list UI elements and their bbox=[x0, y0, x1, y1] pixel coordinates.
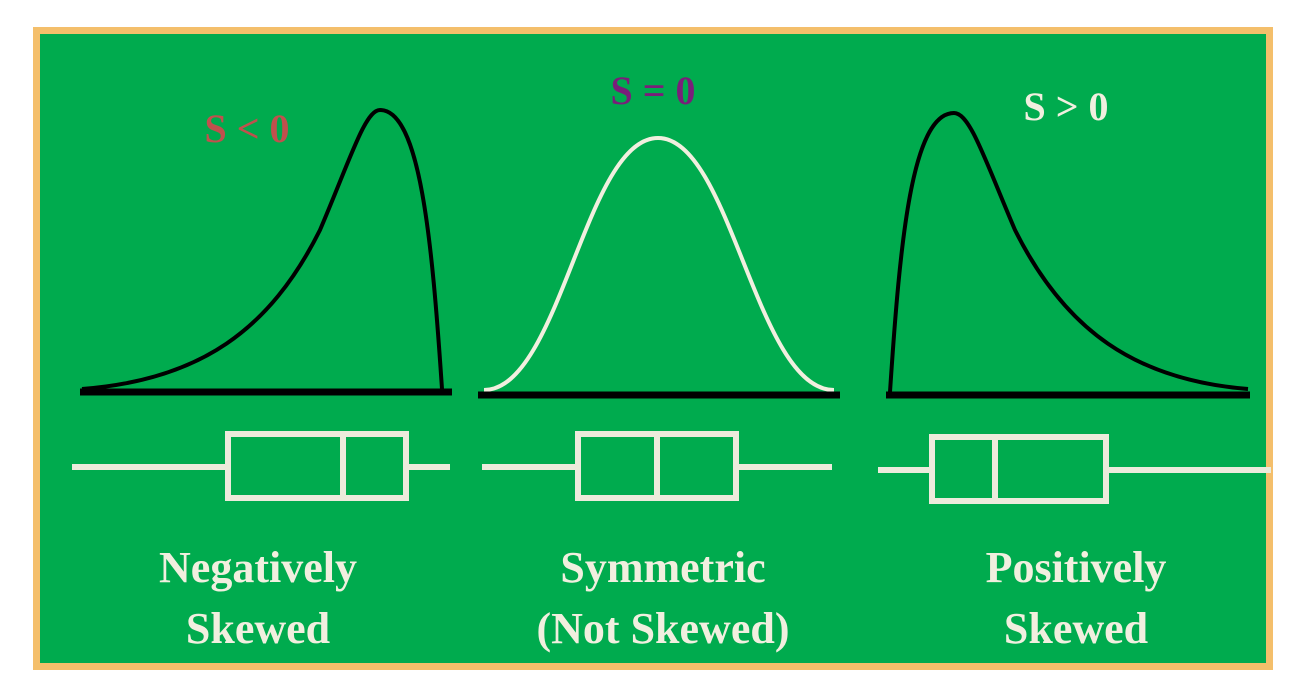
negative-skew-label: S < 0 bbox=[204, 106, 289, 151]
panel-symmetric: S = 0 Symmetric (Not Skewed) bbox=[478, 68, 840, 653]
positive-skew-label: S > 0 bbox=[1023, 84, 1108, 129]
symmetric-box-plot bbox=[482, 431, 832, 501]
negative-caption-line1: Negatively bbox=[159, 543, 357, 592]
positive-caption-line1: Positively bbox=[986, 543, 1167, 592]
positive-box-plot bbox=[878, 434, 1271, 504]
negative-skew-curve bbox=[81, 107, 444, 391]
panel-negative: S < 0 Negatively Skewed bbox=[72, 106, 452, 653]
negative-box-plot bbox=[72, 431, 450, 501]
symmetric-curve bbox=[483, 135, 835, 392]
positive-caption-line2: Skewed bbox=[1004, 604, 1148, 653]
positive-box bbox=[929, 434, 1109, 504]
diagram-board bbox=[33, 27, 1273, 670]
positive-skew-curve bbox=[888, 110, 1249, 393]
symmetric-skew-label: S = 0 bbox=[610, 68, 695, 113]
panel-positive: S > 0 Positively Skewed bbox=[878, 84, 1271, 653]
negative-caption-line2: Skewed bbox=[186, 604, 330, 653]
symmetric-caption-line1: Symmetric bbox=[560, 543, 765, 592]
negative-box bbox=[225, 431, 409, 501]
symmetric-caption-line2: (Not Skewed) bbox=[537, 604, 790, 653]
